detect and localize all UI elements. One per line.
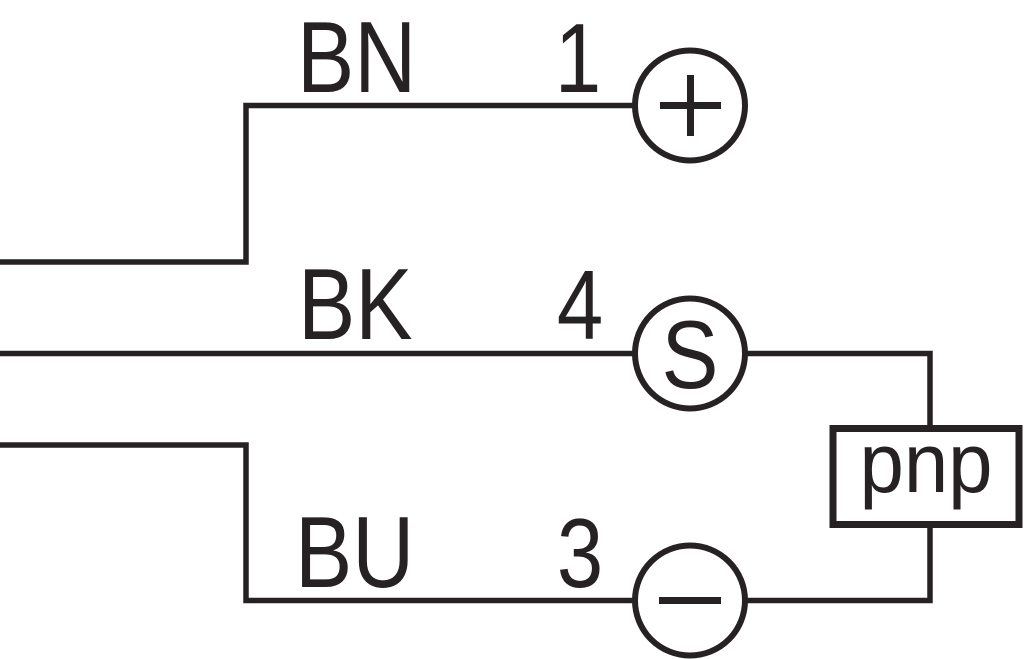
bn-wire (0, 102, 636, 265)
pin-number-4: 4 (557, 252, 603, 361)
bu-wire (0, 442, 636, 604)
wire-label-bk: BK (298, 247, 413, 360)
plus-icon (660, 75, 721, 136)
pnp-output-box (829, 425, 1023, 528)
signal-terminal-circle (632, 295, 748, 412)
pin-number-3: 3 (557, 500, 603, 609)
pnp-output-label: pnp (859, 417, 992, 510)
wire-label-bn: BN (297, 0, 416, 113)
pin-number-1: 1 (555, 5, 601, 114)
wire-label-bu: BU (295, 495, 414, 608)
signal-terminal-letter: S (662, 301, 719, 409)
